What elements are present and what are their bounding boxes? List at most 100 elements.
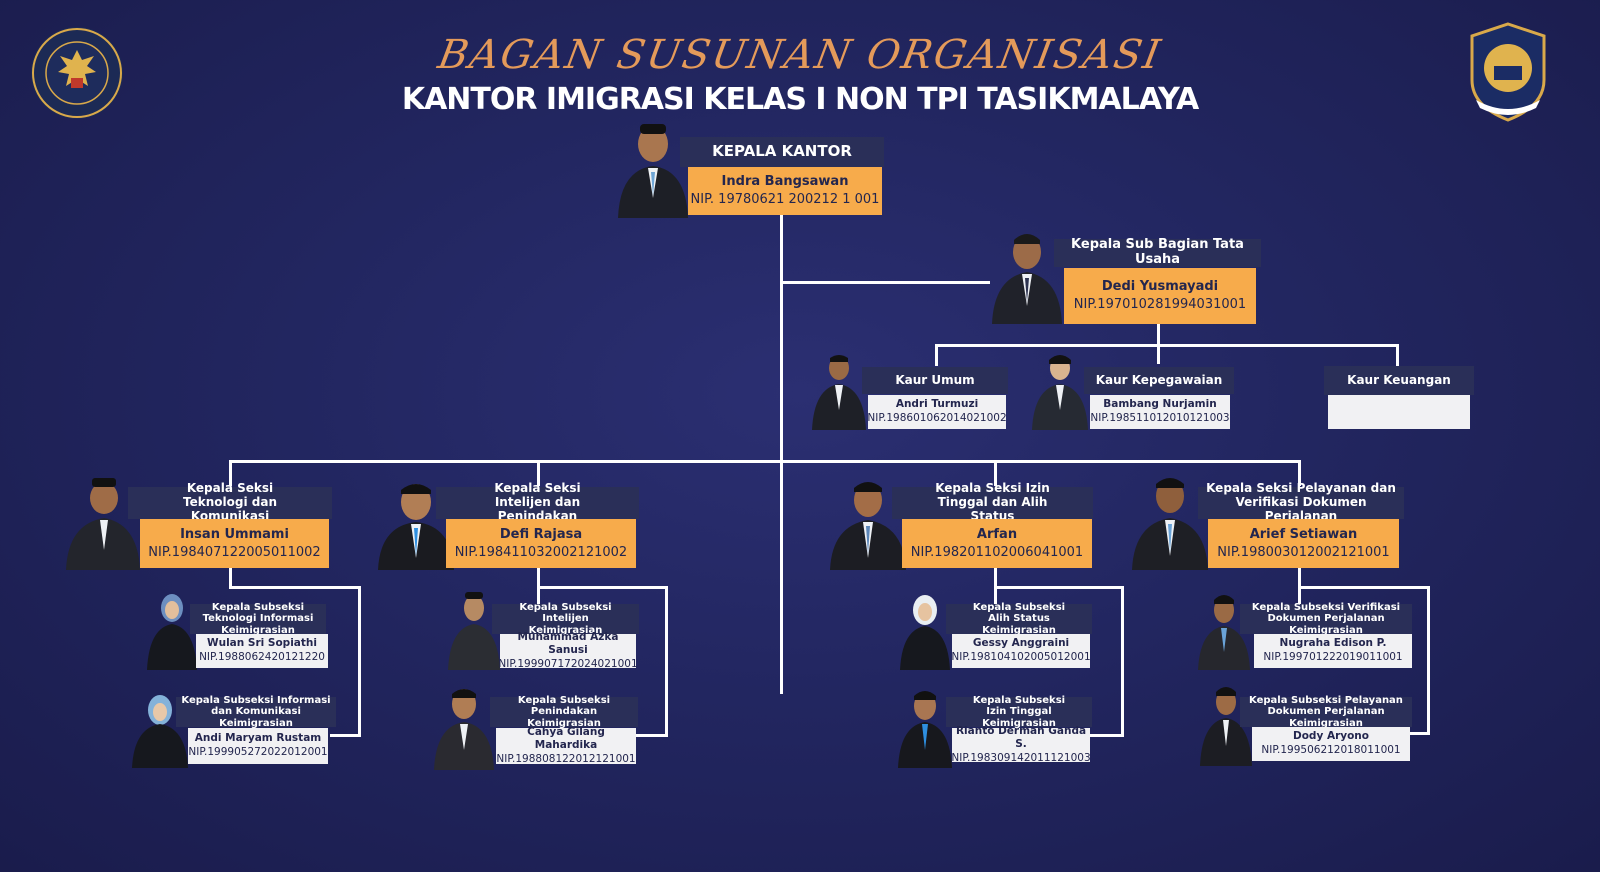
seksi-2-sub-2-nip: NIP.198808122012121001 <box>496 752 636 765</box>
seksi-3-sub-1-nip: NIP.198104102005012001 <box>951 651 1091 663</box>
photo-seksi-1 <box>62 470 142 570</box>
seksi-1-sub-1-name: Wulan Sri Sopiathi <box>207 637 317 650</box>
seksi-2-name: Defi Rajasa <box>499 526 583 542</box>
connector-seksi-1 <box>229 460 232 486</box>
seksi-4-name: Arief Setiawan <box>1249 526 1358 542</box>
tata-usaha-role-box: Kepala Sub Bagian Tata Usaha <box>1054 237 1261 267</box>
kaur-keuangan-role-box: Kaur Keuangan <box>1324 366 1474 395</box>
seksi-2-name-box: Defi Rajasa NIP.198411032002121002 <box>446 519 636 568</box>
connector-seksi-bar <box>229 460 1301 463</box>
ministry-seal-logo <box>30 26 124 120</box>
photo-seksi-3-sub-2 <box>896 686 954 768</box>
photo-seksi-1-sub-2 <box>130 690 190 768</box>
connector-seksi-4 <box>1298 460 1301 486</box>
seksi-1-sub-1-nip: NIP.198806242012122​0 <box>199 651 325 663</box>
connector-kaur-3 <box>1396 344 1399 366</box>
connector-s3-bar <box>994 586 1124 589</box>
immigration-badge-logo <box>1466 22 1550 122</box>
connector-tu <box>780 281 990 284</box>
connector-s3-right <box>1121 586 1124 737</box>
seksi-1-sub-1-name-box: Wulan Sri Sopiathi NIP.198806242012122​0 <box>196 634 328 668</box>
chart-title-main: KANTOR IMIGRASI KELAS I NON TPI TASIKMAL… <box>401 82 1199 117</box>
seksi-1-sub-2-name-box: Andi Maryam Rustam NIP.19990527202201200… <box>188 728 328 764</box>
seksi-4-sub-2-role: Kepala Subseksi Pelayanan Dokumen Perjal… <box>1249 694 1403 729</box>
seksi-4-sub-2-name-box: Dody Aryono NIP.199506212018011001 <box>1252 727 1410 761</box>
head-name-box: Indra Bangsawan NIP. 19780621 200212 1 0… <box>688 167 882 215</box>
seksi-4-sub-2-nip: NIP.199506212018011001 <box>1261 744 1401 756</box>
head-role-box: KEPALA KANTOR <box>680 137 884 167</box>
connector-s4-down <box>1298 568 1301 612</box>
connector-s3-sub2 <box>1090 734 1124 737</box>
seksi-1-sub-2-role-box: Kepala Subseksi Informasi dan Komunikasi… <box>176 695 336 729</box>
head-role: KEPALA KANTOR <box>712 142 852 161</box>
photo-kaur-kepegawaian <box>1030 350 1090 430</box>
seksi-2-sub-2-name: Cahya Gilang Mahardika <box>527 725 605 752</box>
seksi-1-sub-2-nip: NIP.199905272022012001 <box>188 746 328 758</box>
seksi-4-sub-1-role: Kepala Subseksi Verifikasi Dokumen Perja… <box>1251 601 1401 636</box>
kaur-keuangan-role: Kaur Keuangan <box>1347 372 1451 387</box>
connector-s2-down <box>537 568 540 612</box>
seksi-3-name: Arfan <box>976 526 1018 542</box>
seksi-3-sub-2-name-box: Rianto Derman Ganda S. NIP.1983091420111… <box>951 725 1090 764</box>
connector-trunk <box>780 212 783 694</box>
connector-seksi-2 <box>537 460 540 486</box>
seksi-2-sub-1-name: Muhammad Azka Sanusi <box>517 630 619 657</box>
connector-s2-right <box>665 586 668 737</box>
seksi-4-sub-2-name: Dody Aryono <box>1293 730 1369 743</box>
seksi-1-nip: NIP.198407122005011002 <box>148 544 321 560</box>
kaur-umum-name-box: Andri Turmuzi NIP.198601062014021002 <box>867 395 1007 429</box>
seksi-2-sub-1-name-box: Muhammad Azka Sanusi NIP.199907172024021… <box>498 630 637 670</box>
seksi-3-sub-1-name: Gessy Anggraini <box>972 637 1070 650</box>
seksi-2-role-box: Kepala Seksi Intelijen dan Penindakan <box>436 481 639 523</box>
seksi-4-sub-1-name-box: Nugraha Edison P. NIP.199701222019011001 <box>1254 634 1412 668</box>
tata-usaha-role: Kepala Sub Bagian Tata Usaha <box>1071 237 1244 267</box>
seksi-4-sub-1-nip: NIP.199701222019011001 <box>1263 651 1403 663</box>
seksi-4-sub-1-role-box: Kepala Subseksi Verifikasi Dokumen Perja… <box>1240 601 1412 636</box>
kaur-kepegawaian-role-box: Kaur Kepegawaian <box>1084 367 1234 394</box>
head-name: Indra Bangsawan <box>721 174 849 190</box>
connector-s3-down <box>994 568 997 612</box>
seksi-1-sub-1-role-box: Kepala Subseksi Teknologi Informasi Keim… <box>190 601 326 636</box>
seksi-2-sub-1-nip: NIP.199907172024021001 <box>498 657 638 670</box>
photo-kepala-kantor <box>614 118 692 218</box>
chart-title-script: BAGAN SUSUNAN ORGANISASI <box>434 32 1166 78</box>
photo-seksi-4-sub-1 <box>1196 590 1252 670</box>
kaur-kepegawaian-role: Kaur Kepegawaian <box>1095 372 1223 387</box>
seksi-3-sub-1-name-box: Gessy Anggraini NIP.198104102005012001 <box>951 634 1091 668</box>
seksi-1-name: Insan Ummami <box>180 526 289 542</box>
connector-s2-sub2 <box>636 734 668 737</box>
kaur-keuangan-name-box <box>1328 395 1470 429</box>
kaur-kepegawaian-nip: NIP.198511012010121003 <box>1090 412 1230 424</box>
photo-seksi-1-sub-1 <box>145 588 199 670</box>
connector-seksi-3 <box>994 460 997 486</box>
seksi-2-sub-2-role-box: Kepala Subseksi Penindakan Keimigrasian <box>490 694 638 729</box>
seksi-3-name-box: Arfan NIP.198201102006041001 <box>902 519 1092 568</box>
seksi-2-nip: NIP.198411032002121002 <box>454 544 628 560</box>
seksi-2-sub-2-name-box: Cahya Gilang Mahardika NIP.1988081220121… <box>496 725 636 765</box>
seksi-4-nip: NIP.198003012002121001 <box>1217 544 1390 560</box>
photo-seksi-3-sub-1 <box>898 590 952 670</box>
connector-tu-down <box>1157 322 1160 364</box>
seksi-2-sub-2-role: Kepala Subseksi Penindakan Keimigrasian <box>517 694 611 729</box>
seksi-2-sub-1-role: Kepala Subseksi Intelijen Keimigrasian <box>519 601 612 636</box>
seksi-1-role: Kepala Seksi Teknologi dan Komunikasi <box>183 481 277 523</box>
connector-s1-right <box>358 586 361 737</box>
seksi-3-sub-1-role-box: Kepala Subseksi Alih Status Keimigrasian <box>946 602 1092 636</box>
kaur-umum-name: Andri Turmuzi <box>895 398 979 411</box>
photo-tata-usaha <box>988 226 1066 324</box>
connector-s1-down <box>229 568 232 588</box>
seksi-3-sub-2-nip: NIP.198309142011121003 <box>951 751 1091 764</box>
seksi-2-role: Kepala Seksi Intelijen dan Penindakan <box>494 481 581 523</box>
seksi-1-sub-1-role: Kepala Subseksi Teknologi Informasi Keim… <box>202 601 314 636</box>
connector-s2-bar <box>537 586 668 589</box>
kaur-kepegawaian-name-box: Bambang Nurjamin NIP.198511012010121003 <box>1090 395 1230 429</box>
tata-usaha-name: Dedi Yusmayadi <box>1101 279 1219 295</box>
seksi-4-role: Kepala Seksi Pelayanan dan Verifikasi Do… <box>1206 481 1396 523</box>
tata-usaha-nip: NIP.197010281994031001 <box>1073 297 1247 312</box>
connector-kaur-bar <box>935 344 1399 347</box>
photo-seksi-4-sub-2 <box>1198 682 1254 766</box>
seksi-3-sub-2-role: Kepala Subseksi Izin Tinggal Keimigrasia… <box>972 694 1066 729</box>
seksi-3-role-box: Kepala Seksi Izin Tinggal dan Alih Statu… <box>892 481 1093 523</box>
kaur-umum-role-box: Kaur Umum <box>862 367 1008 394</box>
photo-seksi-2 <box>376 474 456 570</box>
